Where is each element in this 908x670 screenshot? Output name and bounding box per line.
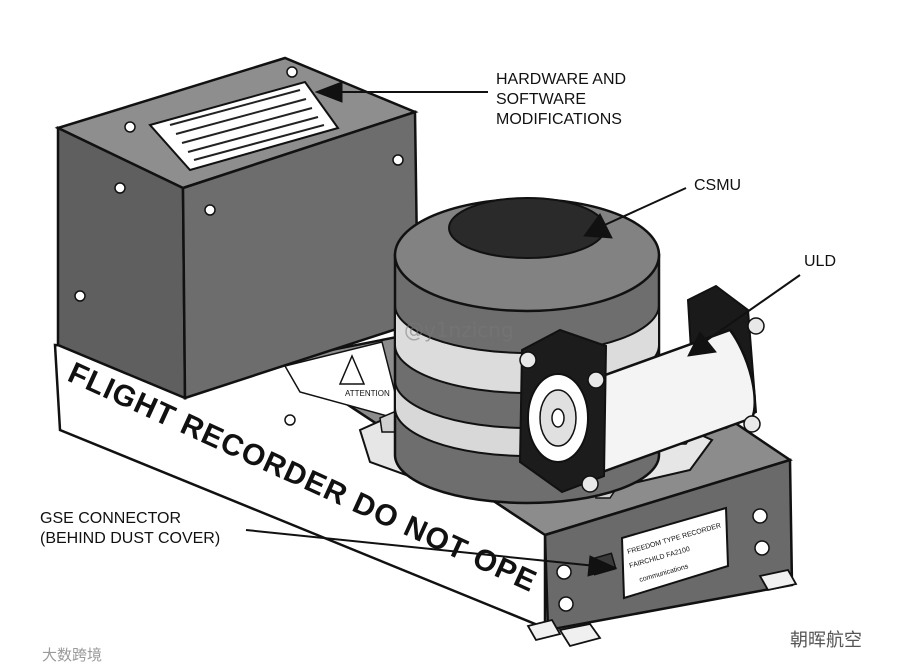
base-screws (556, 508, 770, 612)
warning-text: ATTENTION (345, 389, 390, 398)
arrow-gse (587, 555, 618, 577)
clamp-screws (519, 317, 765, 493)
box-screws (74, 66, 404, 426)
arrow-csmu (583, 213, 613, 239)
arrow-hardware (314, 81, 343, 103)
watermark-center: @y1nzicng (404, 318, 514, 342)
nameplate (620, 506, 730, 600)
label-lines (169, 89, 325, 161)
warning-triangle (338, 354, 366, 385)
arrowheads (314, 81, 717, 577)
callout-hardware-software: HARDWARE AND SOFTWARE MODIFICATIONS (496, 71, 627, 128)
csmu-top-recess (448, 197, 606, 259)
mounting-feet (526, 568, 798, 648)
watermark-bottom-right: 朝晖航空 (790, 630, 862, 651)
callout-gse-connector: GSE CONNECTOR (BEHIND DUST COVER) (40, 510, 221, 547)
callout-uld: ULD (804, 253, 837, 270)
leader-lines (245, 91, 801, 567)
uld-end-cap-center (551, 408, 565, 428)
callout-csmu: CSMU (694, 177, 742, 194)
watermark-bottom-left: 大数跨境 (42, 646, 103, 664)
arrow-uld (687, 331, 717, 357)
